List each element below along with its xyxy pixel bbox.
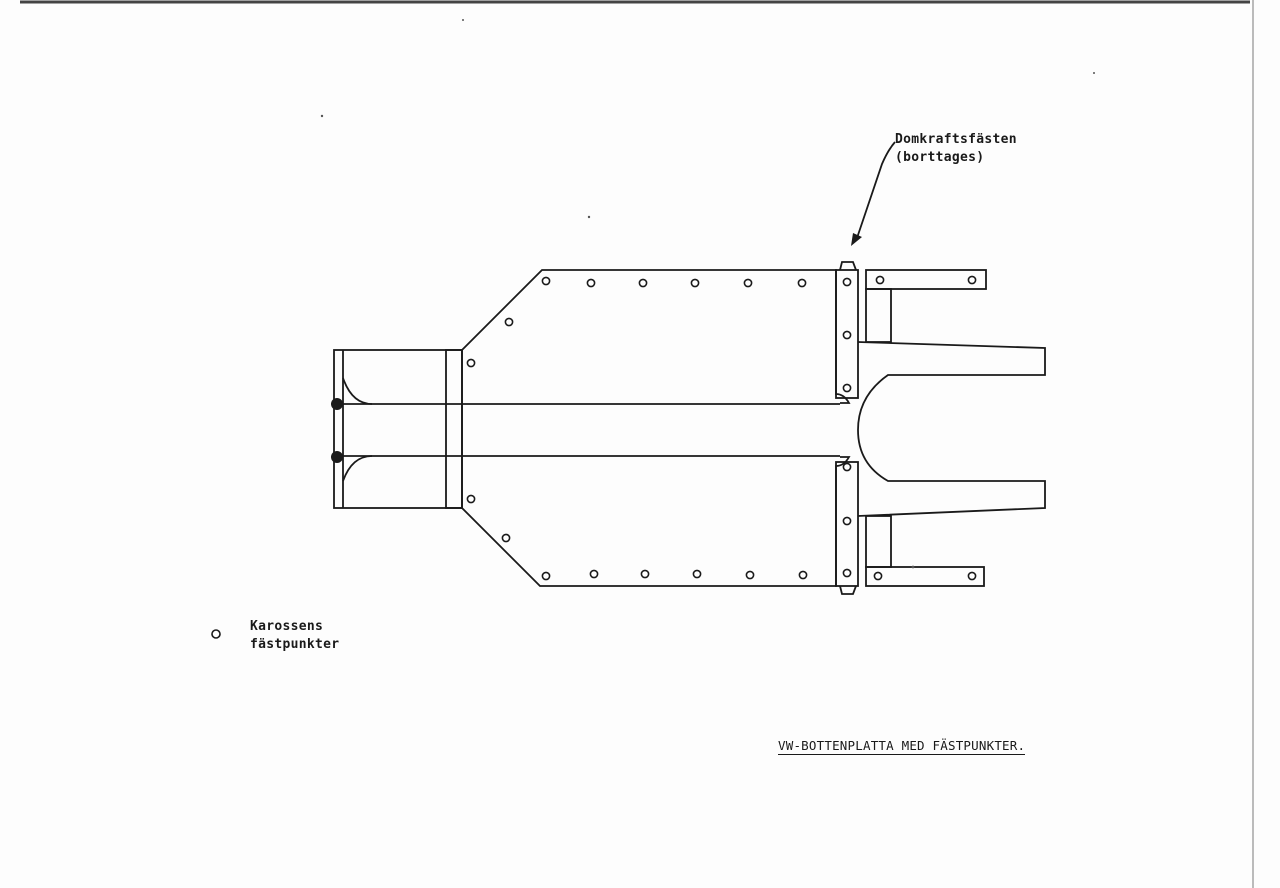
body-mount-ring xyxy=(690,278,700,288)
body-mount-ring xyxy=(842,277,852,287)
front-mount-point xyxy=(331,451,343,463)
body-mount-ring xyxy=(504,317,514,327)
scan-speck xyxy=(587,215,591,219)
body-mount-ring xyxy=(967,571,977,581)
scan-speck xyxy=(911,565,915,569)
body-mount-ring xyxy=(743,278,753,288)
body-mount-ring xyxy=(842,516,852,526)
callout-leader xyxy=(856,141,896,239)
body-mount-ring xyxy=(640,569,650,579)
body-mount-ring xyxy=(541,276,551,286)
body-mount-ring xyxy=(967,275,977,285)
body-mount-ring xyxy=(589,569,599,579)
upper-pan xyxy=(461,269,851,404)
callout-line-1: Domkraftsfästen xyxy=(895,132,1017,147)
body-mount-ring xyxy=(466,358,476,368)
rear-bracket-lower-stem xyxy=(865,515,892,568)
body-mount-ring xyxy=(798,570,808,580)
scan-speck xyxy=(1093,72,1095,74)
scan-speck xyxy=(320,114,324,118)
legend-line-2: fästpunkter xyxy=(250,637,340,652)
body-mount-ring xyxy=(541,571,551,581)
body-mount-ring xyxy=(842,568,852,578)
drawing-caption: VW-BOTTENPLATTA MED FÄSTPUNKTER. xyxy=(778,738,1026,755)
body-mount-ring xyxy=(638,278,648,288)
body-mount-ring xyxy=(797,278,807,288)
rear-fork xyxy=(857,341,1046,517)
body-mount-ring xyxy=(745,570,755,580)
legend-label: Karossens fästpunkter xyxy=(250,618,339,654)
legend-ring-icon xyxy=(211,629,221,639)
rear-crossmember-lower xyxy=(835,461,859,587)
body-mount-ring xyxy=(692,569,702,579)
body-mount-ring xyxy=(842,462,852,472)
scan-speck xyxy=(462,19,464,21)
jack-point-top xyxy=(839,261,857,271)
front-lower-curve xyxy=(342,455,373,482)
jack-point-bottom xyxy=(839,585,857,595)
front-crossmember xyxy=(445,349,463,509)
legend-line-1: Karossens xyxy=(250,619,324,634)
body-mount-ring xyxy=(873,571,883,581)
body-mount-ring xyxy=(586,278,596,288)
callout-arrowhead xyxy=(851,233,862,246)
body-mount-ring xyxy=(875,275,885,285)
rear-bracket-lower xyxy=(865,566,985,587)
callout-line-2: (borttages) xyxy=(895,150,985,165)
body-mount-ring xyxy=(842,383,852,393)
front-upper-curve xyxy=(342,377,373,405)
body-mount-ring xyxy=(466,494,476,504)
body-mount-ring xyxy=(842,330,852,340)
lower-pan xyxy=(461,456,851,587)
jack-point-callout-label: Domkraftsfästen (borttages) xyxy=(895,131,1017,167)
front-mount-point xyxy=(331,398,343,410)
rear-crossmember-upper xyxy=(835,269,859,399)
front-box xyxy=(333,349,463,509)
rear-bracket-upper-stem xyxy=(865,288,892,343)
body-mount-ring xyxy=(501,533,511,543)
rear-bracket-upper xyxy=(865,269,987,290)
